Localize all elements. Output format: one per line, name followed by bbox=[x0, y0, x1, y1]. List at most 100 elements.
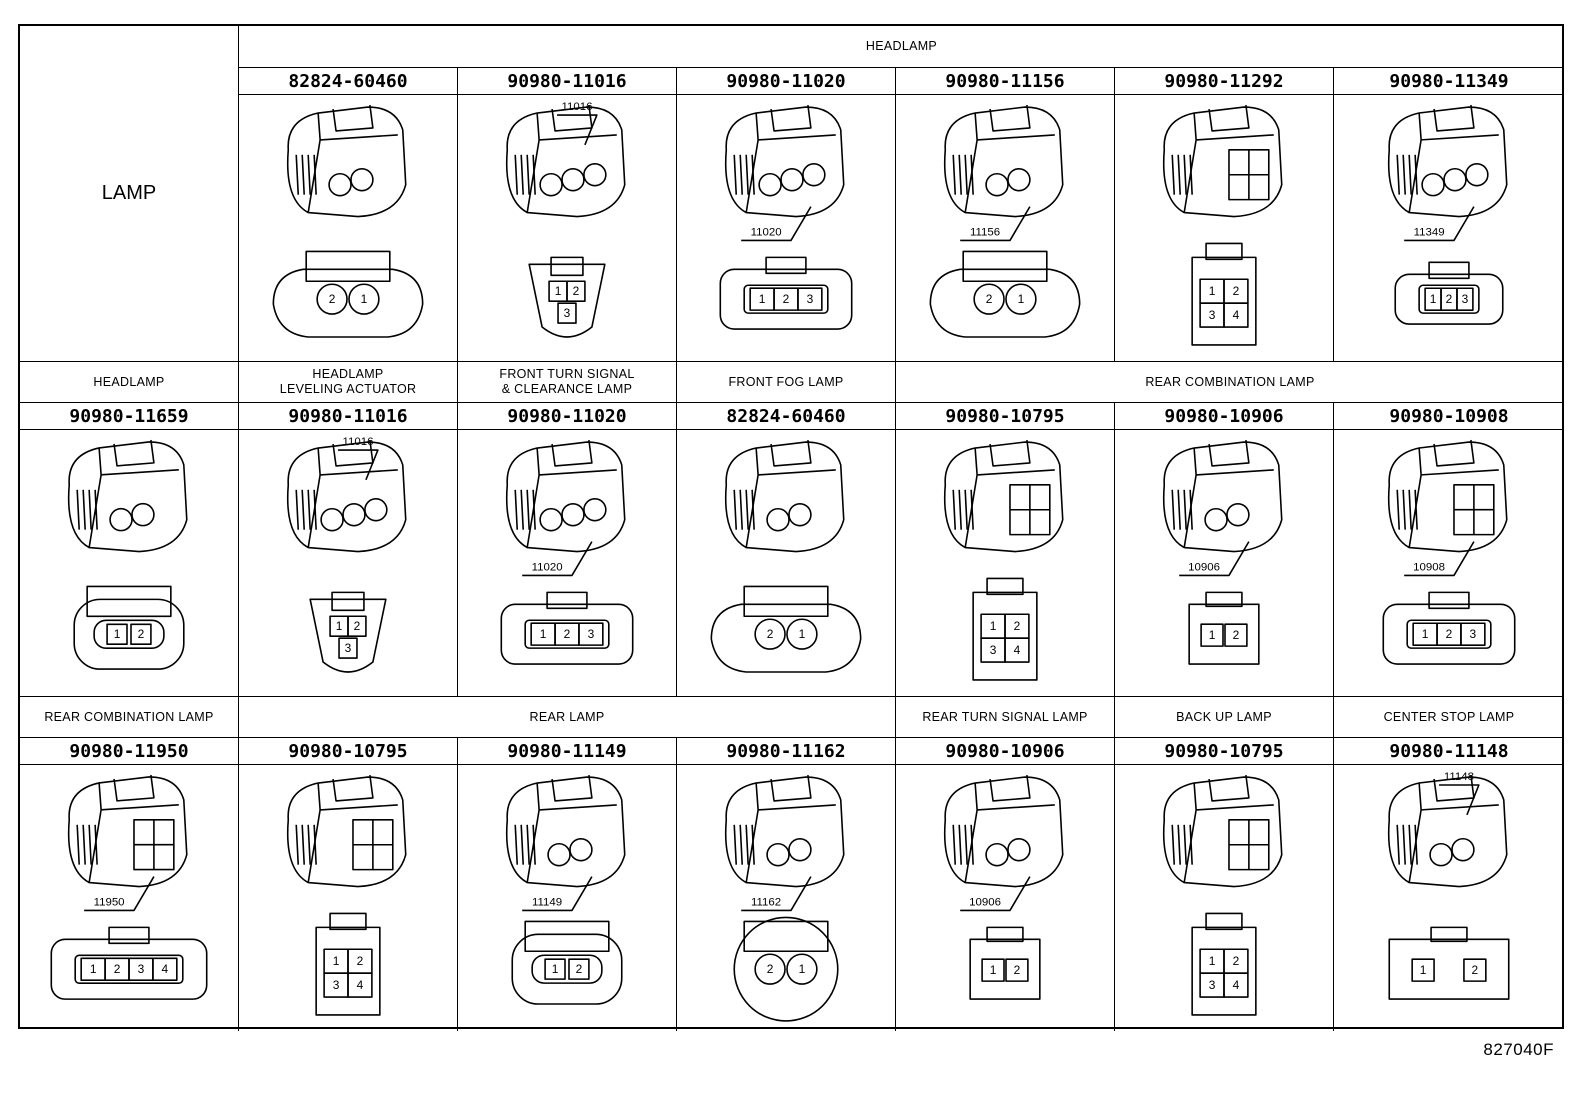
housing-outline bbox=[1387, 441, 1508, 553]
terminal-barrel bbox=[547, 842, 571, 867]
pin-box bbox=[1224, 623, 1248, 647]
pin-number: 3 bbox=[990, 643, 997, 657]
pin-number: 2 bbox=[329, 292, 336, 306]
group-header: REAR COMBINATION LAMP bbox=[895, 361, 1564, 402]
pin-box bbox=[347, 972, 373, 998]
terminal-barrel bbox=[802, 162, 826, 187]
rib-line bbox=[1408, 824, 1412, 865]
housing-outline bbox=[505, 776, 626, 888]
pin-circle bbox=[754, 618, 786, 650]
pin-number: 4 bbox=[357, 978, 364, 992]
group-header: HEADLAMP bbox=[238, 26, 1564, 67]
face-outline bbox=[315, 926, 381, 1016]
pin-number: 2 bbox=[138, 627, 145, 641]
leader-line bbox=[741, 876, 812, 912]
latch bbox=[1433, 439, 1475, 467]
rib-line bbox=[745, 824, 749, 865]
lock-tab bbox=[1428, 591, 1470, 610]
housing-outline bbox=[943, 106, 1064, 218]
terminal-barrel bbox=[539, 172, 563, 197]
group-header-line: CENTER STOP LAMP bbox=[1383, 709, 1515, 724]
housing-edge bbox=[526, 112, 617, 213]
callout-label: 11950 bbox=[94, 896, 125, 908]
pin-box bbox=[557, 302, 577, 324]
part-number: 90980-11950 bbox=[20, 737, 238, 764]
rib-line bbox=[1189, 824, 1193, 865]
housing-edge bbox=[307, 782, 398, 883]
terminal-barrel bbox=[569, 837, 593, 862]
terminal-barrel bbox=[985, 172, 1009, 197]
terminal-barrel bbox=[561, 167, 585, 192]
callout-label: 11016 bbox=[342, 436, 373, 448]
terminal-barrel bbox=[364, 497, 388, 522]
connector-3d-view bbox=[286, 439, 407, 553]
pin-number: 2 bbox=[564, 627, 571, 641]
housing-edge bbox=[745, 112, 836, 213]
pin-box bbox=[130, 623, 152, 645]
housing-edge bbox=[745, 782, 836, 883]
face-outline bbox=[972, 591, 1038, 681]
connector-3d-view bbox=[1387, 774, 1508, 888]
leader-line bbox=[557, 114, 598, 146]
pin-number: 2 bbox=[1446, 292, 1453, 306]
latch bbox=[332, 439, 374, 467]
terminal-barrel bbox=[766, 842, 790, 867]
rib-line bbox=[526, 489, 530, 530]
rib-line bbox=[1183, 489, 1187, 530]
rib-line bbox=[751, 824, 755, 865]
pin-box bbox=[338, 637, 358, 659]
housing-outline bbox=[67, 776, 188, 888]
pin-cavity bbox=[743, 284, 829, 314]
connector-3d-view bbox=[286, 774, 407, 888]
latch bbox=[1433, 104, 1475, 132]
terminal-barrel bbox=[1204, 507, 1228, 532]
face-outline bbox=[710, 603, 862, 673]
terminal-barrel bbox=[1429, 842, 1453, 867]
pin-number: 1 bbox=[990, 619, 997, 633]
part-number: 90980-10795 bbox=[895, 402, 1114, 429]
terminal-barrel bbox=[1007, 837, 1031, 862]
lock-tab bbox=[986, 577, 1024, 596]
group-header-line: HEADLAMP bbox=[865, 39, 938, 53]
pin-box bbox=[797, 287, 823, 311]
lock-tab bbox=[1430, 926, 1468, 943]
rib-line bbox=[1408, 154, 1412, 195]
connector-3d-view bbox=[67, 774, 188, 888]
rib-line bbox=[82, 489, 86, 530]
pin-box bbox=[106, 623, 128, 645]
housing-edge bbox=[1183, 112, 1274, 213]
rib-line bbox=[520, 824, 524, 865]
pin-box bbox=[544, 958, 566, 980]
connector-3d-view bbox=[943, 439, 1064, 553]
part-number: 82824-60460 bbox=[676, 402, 895, 429]
lock-tab bbox=[86, 585, 172, 618]
part-number: 90980-11148 bbox=[1333, 737, 1564, 764]
rib-line bbox=[964, 489, 968, 530]
rib-line bbox=[1177, 154, 1181, 195]
housing-outline bbox=[1387, 106, 1508, 218]
rib-line bbox=[739, 489, 743, 530]
rib-line bbox=[751, 154, 755, 195]
latch bbox=[332, 104, 374, 132]
rib-line bbox=[970, 489, 974, 530]
rib-line bbox=[970, 824, 974, 865]
pin-circle bbox=[1005, 283, 1037, 315]
latch bbox=[1208, 439, 1250, 467]
lock-tab bbox=[1205, 912, 1243, 931]
